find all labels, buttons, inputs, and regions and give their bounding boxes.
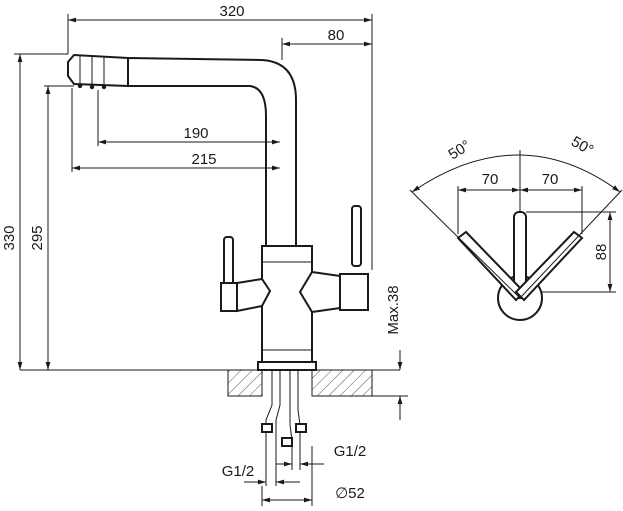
dim-angle-right: 50° — [568, 133, 596, 159]
dim-height-total: 330 — [1, 225, 18, 250]
spout-tip — [67, 53, 129, 88]
hose-fitting-center — [281, 437, 293, 447]
left-connector — [236, 277, 272, 313]
countertop — [20, 369, 400, 397]
right-connector — [298, 270, 341, 314]
dim-reach-215: 215 — [191, 151, 216, 168]
dim-spout-offset: 80 — [328, 27, 345, 44]
dim-handle-right: 70 — [542, 171, 559, 188]
supply-hoses — [261, 370, 307, 447]
left-lever — [223, 236, 234, 286]
right-valve — [339, 273, 369, 311]
hose-fitting-left — [261, 423, 273, 433]
dim-handle-left: 70 — [482, 171, 499, 188]
dimension-lines — [14, 14, 408, 506]
faucet-body — [67, 53, 369, 371]
hose-fitting-right — [295, 423, 307, 433]
top-lever-right — [514, 230, 584, 302]
top-view — [409, 150, 623, 321]
dim-handle-height: 88 — [593, 244, 610, 261]
dim-max-thickness: Max.38 — [385, 285, 402, 334]
dim-angle-left: 50° — [445, 137, 473, 163]
base-flange — [257, 361, 317, 371]
central-body — [261, 245, 313, 367]
dim-width-total: 320 — [219, 3, 244, 20]
dim-reach-190: 190 — [183, 125, 208, 142]
dim-height-spout: 295 — [29, 225, 46, 250]
dim-thread-left: G1/2 — [222, 463, 255, 480]
dim-hole-diameter: ∅52 — [335, 485, 365, 502]
left-valve — [220, 282, 238, 312]
dim-thread-right: G1/2 — [334, 443, 367, 460]
right-lever — [351, 205, 362, 267]
